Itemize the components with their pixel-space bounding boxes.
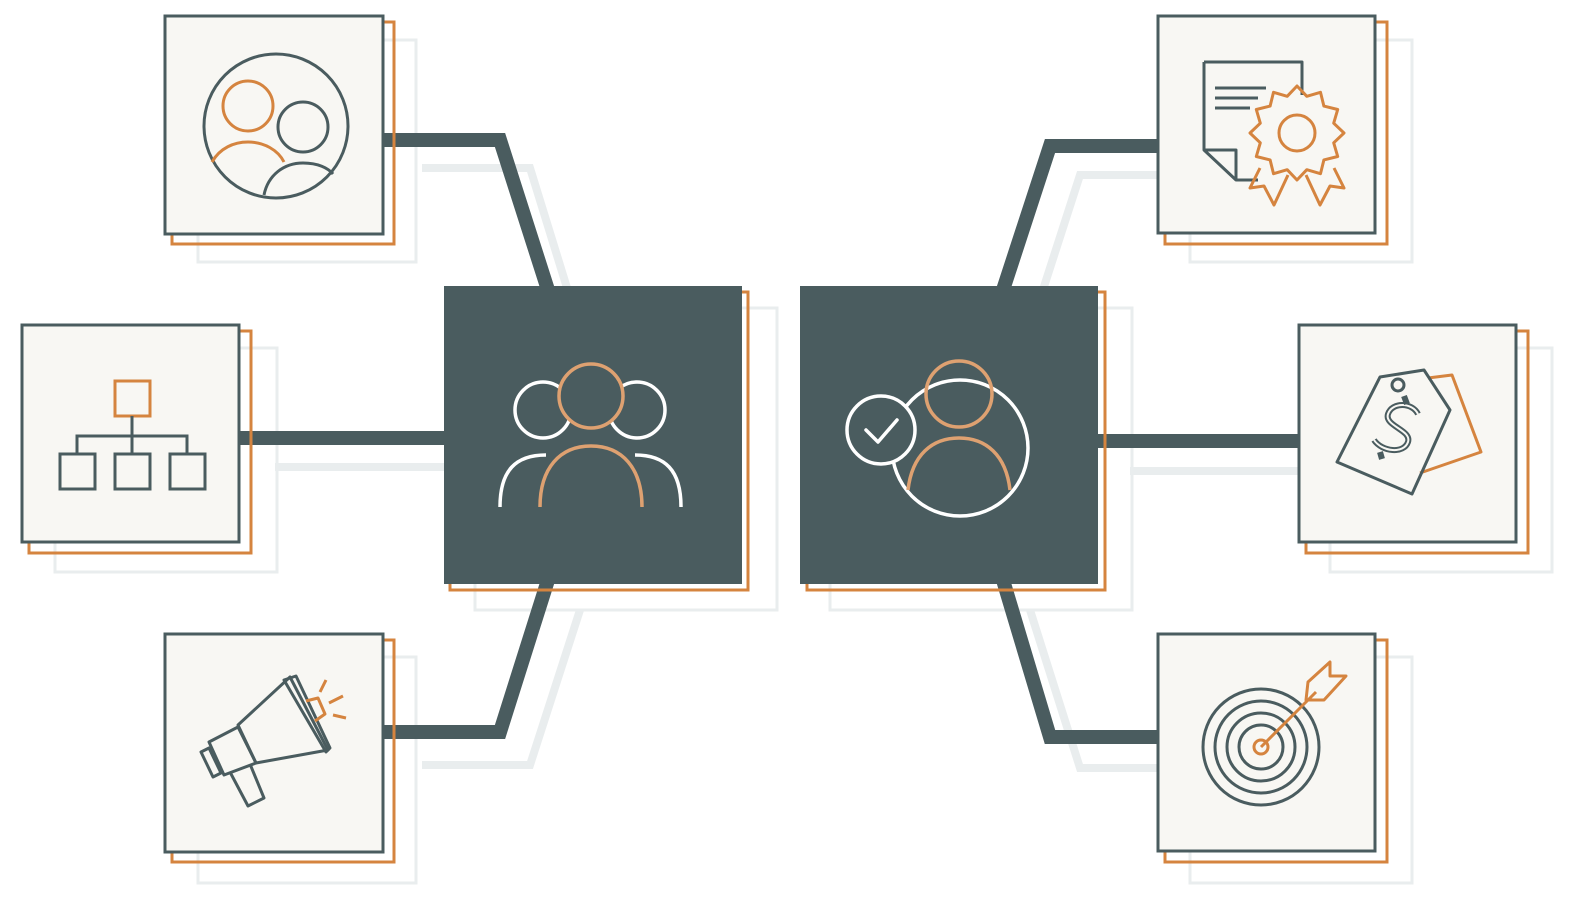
dollar-price-tag-icon [1335,368,1483,496]
hub-team [444,286,750,592]
node-megaphone [163,632,396,864]
ghost-shadows [275,164,1330,772]
node-target [1156,632,1389,864]
verified-user-icon [845,359,1030,518]
connector-target [996,577,1160,744]
node-org-chart [20,323,253,555]
certificate-award-icon [1202,60,1346,207]
node-certificate [1156,14,1389,246]
target-arrow-icon [1201,660,1348,807]
node-people-circle [163,14,396,246]
node-price-tag [1297,323,1530,555]
connectors [238,133,1300,744]
org-chart-icon [58,379,207,491]
people-circle-icon [202,52,350,200]
connector-people-circle [382,133,555,293]
connector-certificate [996,139,1160,293]
megaphone-icon [199,674,347,808]
hub-user [800,286,1107,592]
connector-megaphone [382,577,555,739]
group-of-people-icon [498,362,683,508]
